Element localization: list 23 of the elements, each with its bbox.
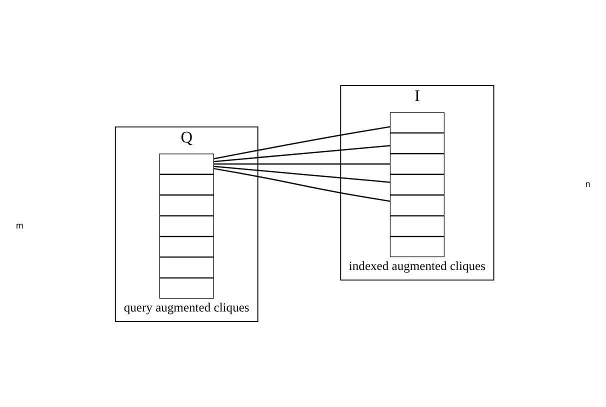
node-box	[159, 174, 214, 196]
connector	[214, 166, 390, 183]
node-box	[390, 112, 444, 133]
node-label: query augmented cliques	[124, 300, 250, 314]
node-box	[159, 278, 214, 299]
node-box	[159, 257, 214, 278]
node-box	[159, 154, 214, 174]
node-label: indexed augmented cliques	[348, 259, 486, 274]
node-box	[159, 236, 214, 258]
node-box	[159, 216, 214, 236]
node-box	[390, 195, 444, 216]
node-box	[159, 195, 214, 216]
node-box	[390, 174, 444, 196]
node-box	[390, 132, 444, 154]
connector	[214, 145, 390, 162]
node-box	[390, 216, 444, 236]
node-box	[390, 236, 444, 258]
node-box	[390, 154, 444, 174]
connector	[214, 163, 390, 165]
label: n	[585, 178, 590, 189]
connector	[214, 126, 390, 160]
connector	[214, 168, 390, 202]
label: m	[16, 220, 24, 230]
